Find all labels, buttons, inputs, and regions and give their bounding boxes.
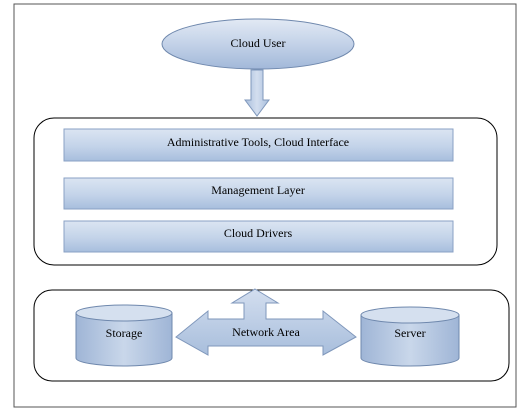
cloud-user-ellipse — [161, 18, 355, 70]
admin-tools-layer: Administrative Tools, Cloud Interface — [63, 128, 454, 162]
management-layer-label: Management Layer — [211, 183, 305, 197]
cloud-user-label: Cloud User — [231, 36, 286, 50]
cloud-drivers-bar — [63, 220, 454, 253]
cloud-user-node: Cloud User — [161, 18, 355, 70]
storage-cylinder-body — [75, 312, 173, 367]
management-layer: Management Layer — [63, 177, 454, 210]
storage-node: Storage — [75, 304, 173, 367]
cloud-drivers-layer: Cloud Drivers — [63, 220, 454, 253]
admin-tools-label: Administrative Tools, Cloud Interface — [167, 135, 349, 149]
cloud-drivers-label: Cloud Drivers — [224, 226, 293, 240]
storage-label: Storage — [106, 326, 143, 340]
network-arrow — [175, 288, 357, 356]
storage-cylinder-top — [75, 304, 173, 322]
down-arrow — [244, 69, 270, 117]
server-node: Server — [360, 306, 460, 367]
server-cylinder-top — [360, 306, 460, 324]
network-area-label: Network Area — [232, 325, 300, 339]
admin-tools-bar — [63, 128, 454, 162]
management-layer-bar — [63, 177, 454, 210]
server-cylinder-body — [360, 314, 460, 367]
server-label: Server — [394, 326, 425, 340]
